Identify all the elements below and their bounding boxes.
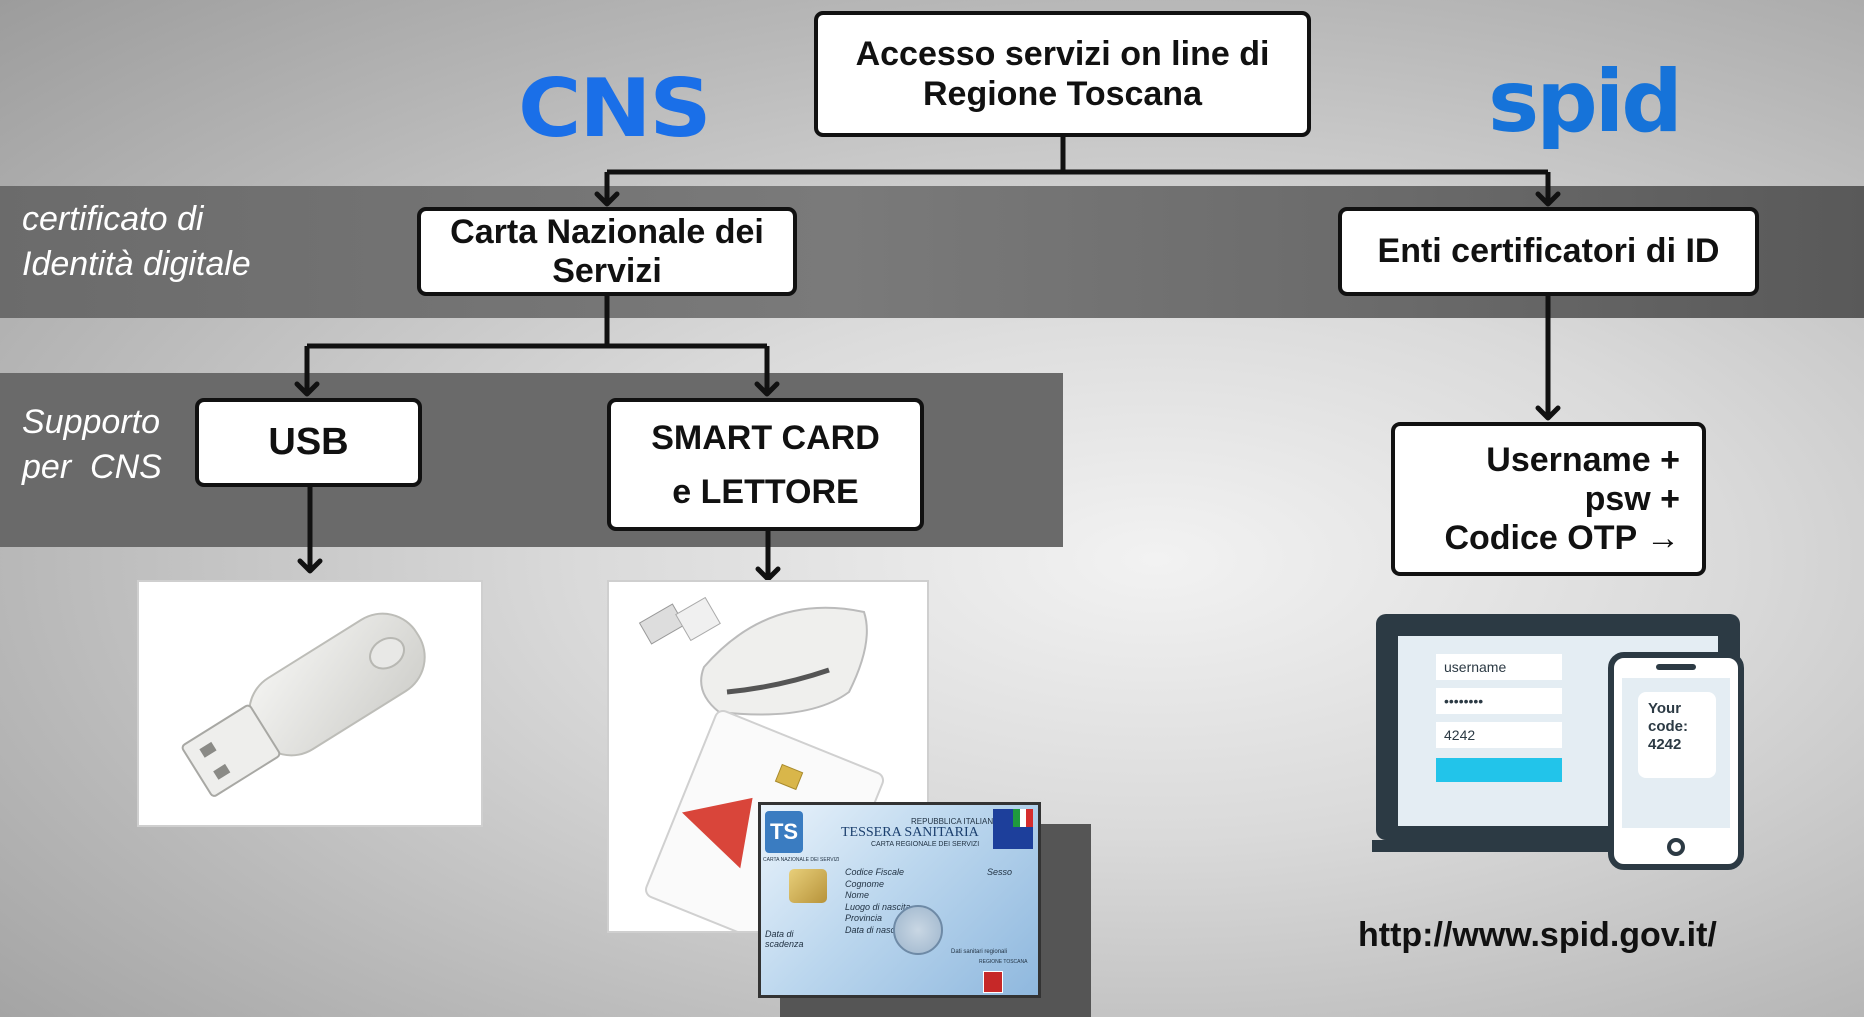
login-button <box>1436 758 1562 782</box>
title-box: Accesso servizi on line di Regione Tosca… <box>814 11 1311 137</box>
credentials-box: Username + psw + Codice OTP → <box>1391 422 1706 576</box>
card-field: Codice Fiscale <box>845 867 905 877</box>
card-region-note: Dati sanitari regionali <box>951 949 1008 955</box>
phone-frame: Your code: 4242 <box>1608 652 1744 870</box>
arrowhead-usb-photo <box>297 558 323 574</box>
card-field: Luogo di nascita <box>845 901 911 912</box>
card-chip-icon <box>789 869 827 903</box>
cns-card-line1: Carta Nazionale dei <box>450 212 764 251</box>
arrowhead-cns <box>594 191 620 207</box>
usb-stick-drawing <box>181 612 426 797</box>
health-card-shadow <box>1041 824 1091 1017</box>
password-field: •••••••• <box>1436 688 1562 714</box>
certificate-label-line2: Identità digitale <box>22 245 251 283</box>
card-field: Provincia <box>845 913 883 923</box>
title-line2: Regione Toscana <box>923 75 1202 113</box>
card-fields: Codice Fiscale Cognome Nome Luogo di nas… <box>845 867 915 936</box>
smartcard-line2: e LETTORE <box>672 472 859 511</box>
region-crest-icon <box>983 971 1003 993</box>
arrowhead-credentials <box>1535 405 1561 421</box>
title-line1: Accesso servizi on line di <box>855 35 1270 73</box>
card-sex: Sesso <box>987 867 1013 877</box>
support-band-label: Supporto per CNS <box>22 400 162 490</box>
arrowhead-smartcard-photo <box>755 566 781 582</box>
eu-flag-icon <box>993 809 1034 849</box>
health-card-shadow-bottom <box>780 998 1091 1017</box>
phone-speaker <box>1656 664 1696 670</box>
smartcard-box: SMART CARD e LETTORE <box>607 398 924 531</box>
health-card-image: TS REPUBBLICA ITALIANA TESSERA SANITARIA… <box>758 802 1041 998</box>
phone-message-code: 4242 <box>1648 736 1682 753</box>
emblem-icon <box>893 905 943 955</box>
phone-message-line2: code: <box>1648 718 1689 735</box>
code-field: 4242 <box>1436 722 1562 748</box>
credentials-line1: Username + <box>1486 440 1680 479</box>
support-label-line2: per CNS <box>22 448 162 486</box>
usb-stick-image <box>137 580 483 827</box>
certificate-band-label: certificato di Identità digitale <box>22 197 251 287</box>
card-title: TESSERA SANITARIA <box>841 825 979 840</box>
phone-message-line1: Your <box>1648 700 1682 717</box>
smartcard-line1: SMART CARD <box>651 418 880 457</box>
italian-flag-icon <box>1013 809 1034 827</box>
arrowhead-id-providers <box>1535 191 1561 207</box>
card-subtitle: CARTA REGIONALE DEI SERVIZI <box>871 841 980 848</box>
phone-home-button-icon <box>1667 838 1685 856</box>
card-republic: REPUBBLICA ITALIANA <box>911 817 999 826</box>
card-expiry: Data di scadenza <box>765 929 804 949</box>
card-field: Nome <box>845 890 870 900</box>
ts-logo-icon: TS <box>765 811 803 853</box>
spid-logo: spid <box>1488 52 1683 152</box>
arrowhead-smartcard <box>754 381 780 397</box>
arrowhead-usb <box>294 381 320 397</box>
card-field: Data di nascita <box>845 924 905 935</box>
spid-url-link[interactable]: http://www.spid.gov.it/ <box>1358 916 1717 954</box>
phone-screen: Your code: 4242 <box>1622 678 1730 828</box>
cns-card-line2: Servizi <box>552 251 662 290</box>
card-side-label: CARTA NAZIONALE DEI SERVIZI <box>763 857 840 863</box>
username-field: username <box>1436 654 1562 680</box>
laptop-base <box>1372 840 1622 852</box>
support-label-line1: Supporto <box>22 403 160 441</box>
certificate-label-line1: certificato di <box>22 200 204 238</box>
cns-card-box: Carta Nazionale dei Servizi <box>417 207 797 296</box>
code-message-bubble: Your code: 4242 <box>1638 692 1716 778</box>
usb-box: USB <box>195 398 422 487</box>
spid-devices-image: username •••••••• 4242 Your code: 4242 <box>1372 612 1744 870</box>
id-providers-box: Enti certificatori di ID <box>1338 207 1759 296</box>
card-region: REGIONE TOSCANA <box>979 959 1028 965</box>
credentials-line3: Codice OTP → <box>1444 518 1680 557</box>
credentials-line2: psw + <box>1584 479 1680 518</box>
card-field: Cognome <box>845 878 885 889</box>
cns-logo: CNS <box>518 62 712 155</box>
